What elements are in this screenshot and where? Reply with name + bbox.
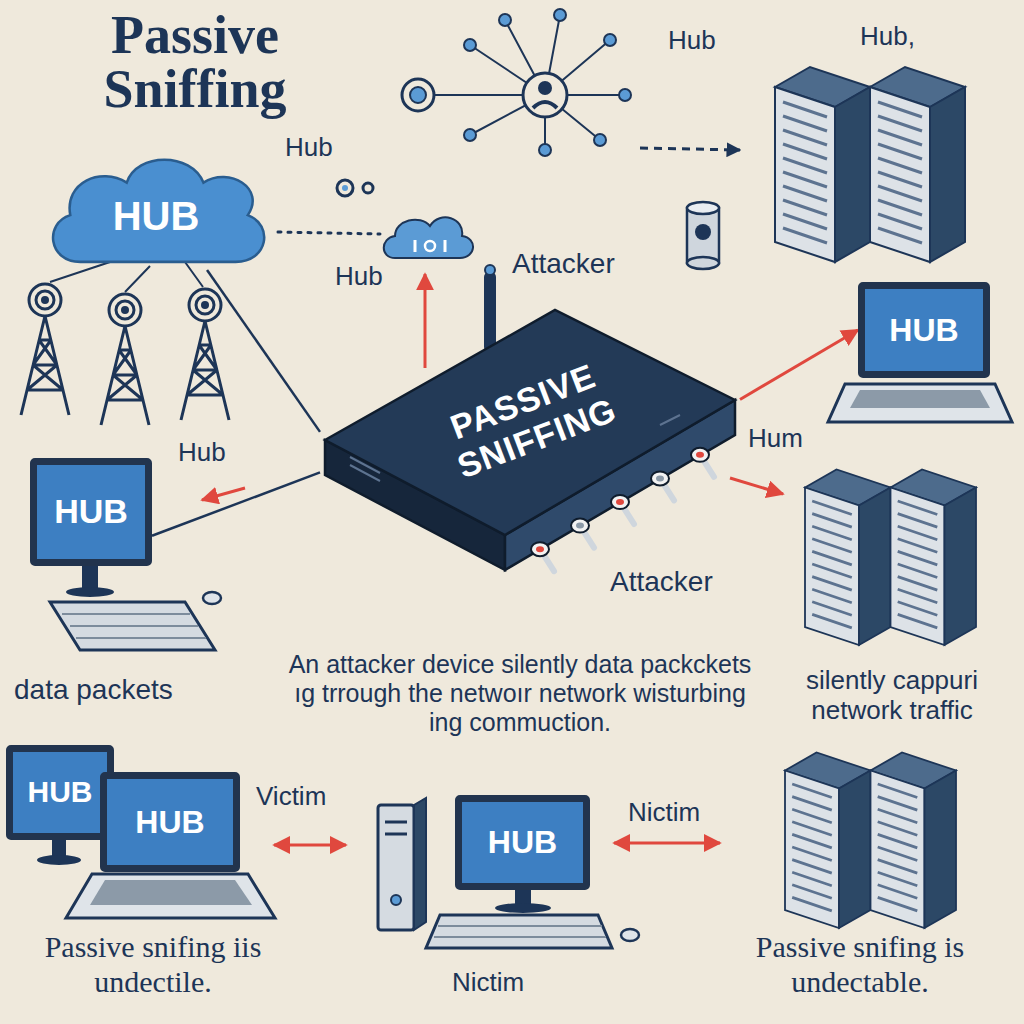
screen-text: HUB [488,824,557,861]
victim-label: Nictim [452,968,524,998]
screen-text: HUB [135,804,204,841]
description-text: silently cappuri network traffic [772,666,1012,726]
hub-label: Hub [178,438,226,468]
hub-label: Hub [668,26,716,56]
laptop-screen: HUB [858,282,990,378]
cloud-link-icons [278,180,473,258]
red-arrows [202,274,783,845]
network-graph [402,9,740,156]
victim-label: Nictim [628,798,700,828]
device-face [325,310,735,535]
port [576,523,584,529]
connector [152,472,320,535]
port [691,448,709,462]
port [656,475,664,481]
sniffer-device: PASSIVE SNIFFING [320,305,740,575]
port [696,452,704,458]
connector [740,330,858,400]
hub-label: Hub [335,262,383,292]
monitor-screen: HUB [6,745,114,840]
screen-text: HUB [28,775,93,810]
screen-text: HUB [54,492,128,531]
laptop-screen: HUB [100,772,240,872]
hub-cloud: HUB [40,148,272,270]
cloud-outline [53,160,264,262]
port [571,519,589,533]
attacker-label: Attacker [610,566,713,598]
monitor-screen: HUB [30,458,152,566]
port [611,495,629,509]
port [531,542,549,556]
hub-label: Hub [285,133,333,163]
description-text: An attacker device silently data packcke… [285,650,755,736]
hub-label: Hum [748,424,803,454]
connector [207,270,320,432]
hub-label: Hub, [860,22,915,52]
victim-label: Victim [256,782,326,812]
port [536,546,544,552]
screen-text: HUB [889,312,958,349]
screen-text: HUB [113,193,200,239]
packet-label: data packets [14,674,173,706]
diagram-title: Passive Sniffing [40,8,350,116]
port [616,499,624,505]
radio-towers [21,262,229,425]
monitor-screen: HUB [455,795,590,890]
attacker-label: Attacker [512,248,615,280]
caption-note: Passive snifing is undectable. [705,930,1015,999]
port [651,471,669,485]
caption-note: Passive snifing iis undectile. [8,930,298,999]
server-racks [775,67,976,928]
